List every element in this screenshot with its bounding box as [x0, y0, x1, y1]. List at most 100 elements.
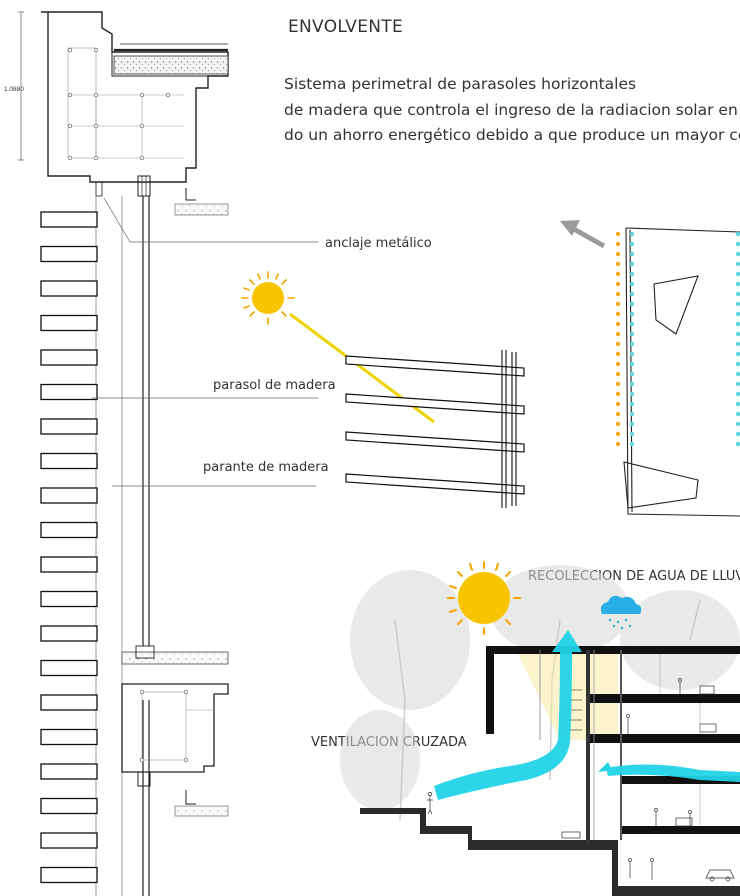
parasol-slat [40, 211, 98, 228]
parasol-slat [40, 418, 98, 435]
plan-dot [735, 431, 740, 437]
plan-dot [735, 331, 740, 337]
sheet-title: ENVOLVENTE [288, 17, 403, 37]
parasol-slat [40, 314, 98, 332]
parasol-slat [40, 349, 98, 366]
plan-dot [615, 331, 621, 337]
direction-arrow [560, 220, 606, 249]
sketch-slat [345, 431, 525, 453]
plan-dot [735, 231, 740, 237]
parasol-slat [40, 280, 98, 297]
plan-dot [629, 351, 635, 357]
plan-dot [629, 301, 635, 307]
parasol-slat-column [40, 211, 98, 884]
mid-floor-slab [121, 651, 229, 665]
plan-dot [735, 441, 740, 447]
plan-dot [615, 441, 621, 447]
plan-dot [615, 361, 621, 367]
plan-dot [629, 421, 635, 427]
parasol-slat [40, 556, 98, 573]
plan-dot [615, 261, 621, 267]
parasol-slat [40, 832, 98, 849]
plan-dot [629, 231, 635, 237]
plan-dot [735, 241, 740, 247]
plan-dot [629, 431, 635, 437]
plan-dot [629, 261, 635, 267]
plan-dot [735, 381, 740, 387]
plan-dot [629, 441, 635, 447]
plan-dot [615, 321, 621, 327]
description-line-2: de madera que controla el ingreso de la … [284, 101, 740, 119]
plan-dot [615, 271, 621, 277]
plan-dot [615, 431, 621, 437]
plan-dot [615, 381, 621, 387]
parasol-slat [40, 625, 98, 642]
plan-dot [629, 251, 635, 257]
plan-dot [629, 281, 635, 287]
airflow-arrows [434, 630, 740, 800]
plan-dot [629, 381, 635, 387]
parasol-slat [40, 694, 98, 711]
plan-dot [615, 401, 621, 407]
parasol-slat [40, 383, 98, 401]
plan-dot [735, 271, 740, 277]
plan-dot [629, 341, 635, 347]
plan-dot [615, 371, 621, 377]
parasol-slat [40, 659, 98, 677]
plan-dot [735, 411, 740, 417]
plan-dot [629, 311, 635, 317]
plan-dot [629, 401, 635, 407]
wall-section-detail [18, 11, 229, 896]
plan-dot [735, 401, 740, 407]
plan-dot [615, 301, 621, 307]
description-line-1: Sistema perimetral de parasoles horizont… [284, 75, 637, 93]
plan-dot [615, 231, 621, 237]
description-line-3: do un ahorro energético debido a que pro… [284, 126, 740, 144]
plan-dot [615, 411, 621, 417]
parasol-slat [40, 763, 98, 780]
parasol-sketch [345, 350, 525, 508]
plan-dot [735, 251, 740, 257]
rain-cloud-icon [600, 595, 642, 630]
sun-sketch-bottom [447, 561, 521, 635]
plan-dot [629, 241, 635, 247]
building-section [340, 565, 740, 896]
plan-dot [629, 411, 635, 417]
parasol-slat [40, 797, 98, 815]
plan-dot [629, 361, 635, 367]
parasol-slat [40, 452, 98, 470]
sketch-slat [345, 473, 525, 495]
plan-dot [735, 321, 740, 327]
parasol-slat [40, 487, 98, 504]
leader-lines [92, 197, 318, 487]
label-parasol-de-madera: parasol de madera [213, 378, 336, 393]
plan-dot [735, 261, 740, 267]
label-anclaje-metalico: anclaje metálico [325, 236, 432, 251]
plan-dot [735, 281, 740, 287]
plan-dot [735, 301, 740, 307]
plan-dot [629, 321, 635, 327]
parasol-slat [40, 728, 98, 746]
plan-dot [735, 351, 740, 357]
facade-plan-sketch [615, 227, 740, 517]
plan-dot [735, 291, 740, 297]
parasol-slat [40, 245, 98, 263]
parasol-slat [40, 866, 98, 884]
plan-dot [615, 291, 621, 297]
plan-dot [615, 281, 621, 287]
plan-dot [735, 311, 740, 317]
plan-dot [615, 241, 621, 247]
dimension-label: 1.0880 [4, 86, 24, 93]
plan-dot [735, 371, 740, 377]
parasol-slat [40, 590, 98, 608]
sketch-slat [345, 393, 525, 415]
plan-dot [615, 311, 621, 317]
parasol-slat [40, 521, 98, 539]
roof-insulation-layer [113, 55, 229, 75]
plan-dot [629, 391, 635, 397]
plan-dot [615, 421, 621, 427]
plan-dot [629, 371, 635, 377]
plan-dot [735, 361, 740, 367]
